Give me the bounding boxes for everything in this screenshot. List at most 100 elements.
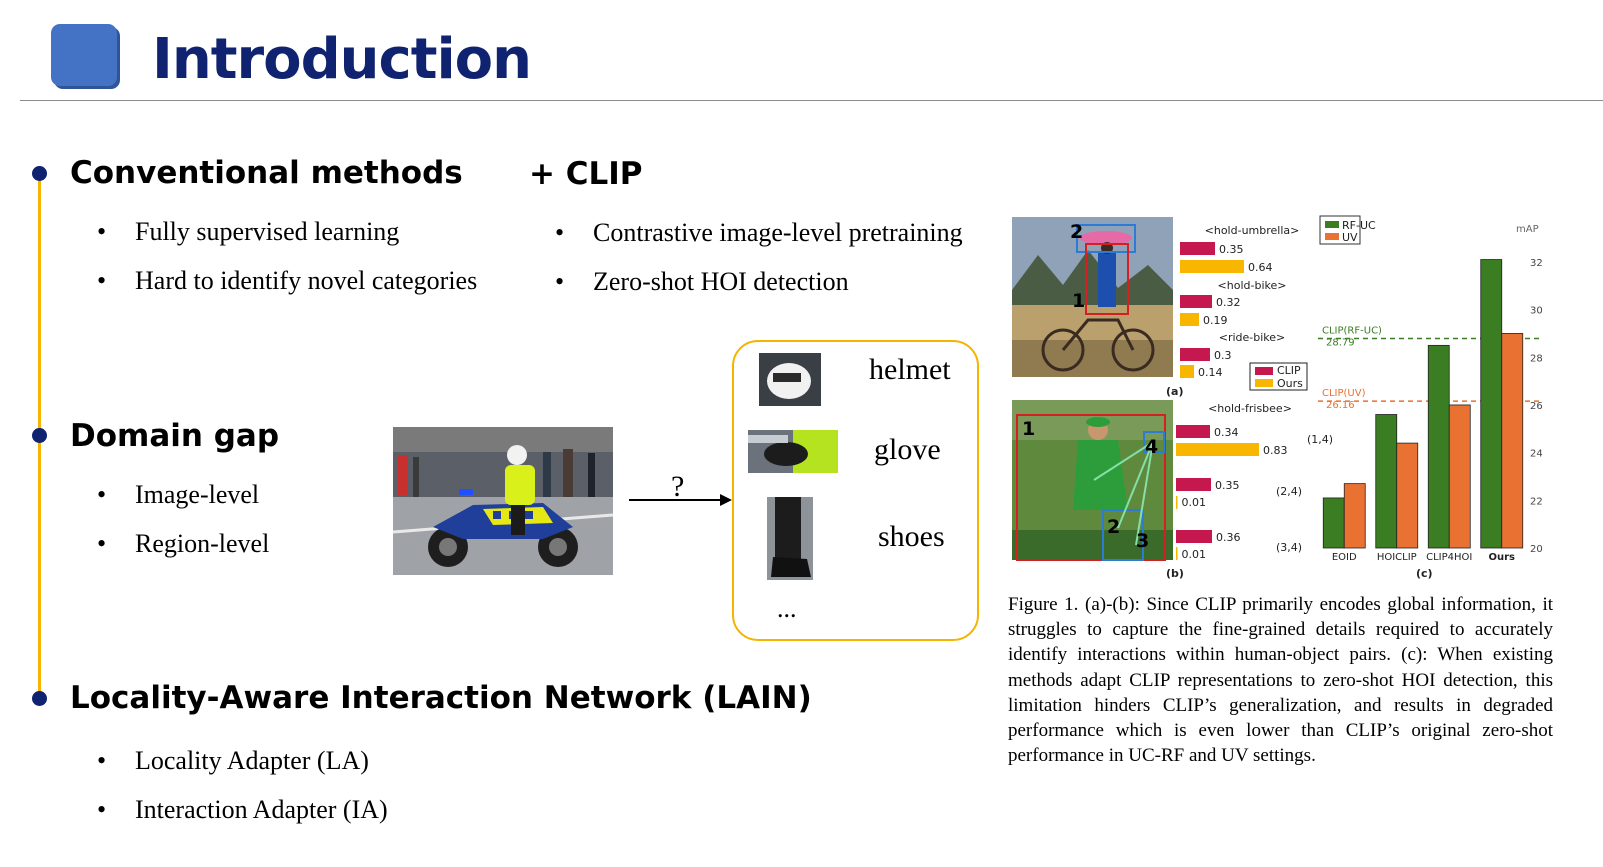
panel-a-box-1: 1 [1072,290,1085,312]
title-icon [51,24,117,86]
panel-a-group-label: <ride-bike> [1219,331,1286,344]
panel-c-ytick: 22 [1530,496,1543,507]
panel-c-category-label: HOICLIP [1377,552,1417,563]
panel-b-ours-value: 0.83 [1263,444,1288,457]
panel-b-clip-value: 0.35 [1215,479,1240,492]
panel-a-box-2: 2 [1070,221,1083,243]
helmet-crop-image [759,353,821,406]
panel-c-bar [1375,414,1398,549]
crop-label-helmet: helmet [869,353,951,386]
crop-ellipsis: ... [777,594,797,623]
legend-ours-label: Ours [1277,377,1303,390]
panel-c-ytick: 26 [1530,401,1543,412]
motorcycle-photo [393,427,613,575]
panel-a-ours-value: 0.14 [1198,366,1223,379]
panel-b-box-1: 1 [1022,418,1035,440]
panel-b-box-2: 2 [1107,516,1120,538]
legend-rf-uc-label: RF-UC [1342,219,1376,232]
panel-a-clip-value: 0.32 [1216,296,1241,309]
panel-c-reference-value: 28.79 [1326,337,1355,348]
bullet-item: •Contrastive image-level pretraining [555,218,963,247]
panel-b-clip-value: 0.36 [1216,531,1241,544]
arrow-line [629,499,721,501]
panel-c-reference-value: 26.16 [1326,400,1355,411]
panel-b-ours-bar [1176,496,1178,509]
panel-c-category-label: EOID [1332,552,1357,563]
panel-b-box-4: 4 [1145,436,1158,458]
bullet-item: •Fully supervised learning [97,217,400,246]
legend-uv-label: UV [1342,231,1358,244]
bullet-item: •Interaction Adapter (IA) [97,795,388,824]
bullet-item: •Region-level [97,529,270,558]
figure-1: 2 1 <hold-umbrella> 0.35 0.64 <hold-bike… [1012,215,1543,580]
panel-b-ours-bar [1176,547,1178,560]
legend-clip-swatch [1255,367,1273,375]
arrow-head-icon [720,494,732,506]
panel-c-reference-label: CLIP(UV) [1322,388,1366,399]
panel-c-bar [1501,333,1524,549]
heading-conventional-methods: Conventional methods [70,155,463,191]
panel-c-ytick: 30 [1530,306,1543,317]
panel-b-pair-label: (2,4) [1276,485,1302,498]
panel-b-photo [1012,400,1173,561]
heading-clip: + CLIP [529,156,643,192]
timeline-dot-lain [32,691,47,706]
panel-c-bar [1448,404,1471,549]
panel-b-clip-value: 0.34 [1214,426,1239,439]
bullet-item: •Locality Adapter (LA) [97,746,369,775]
heading-lain: Locality-Aware Interaction Network (LAIN… [70,680,812,716]
panel-a-ours-bar [1180,260,1244,273]
arrow-question-label: ? [671,470,685,503]
panel-b-ours-bar [1176,443,1259,456]
panel-a-clip-value: 0.35 [1219,243,1244,256]
panel-c-bar [1396,442,1419,549]
slide-title: Introduction [152,27,532,92]
panel-a-group-label: <hold-umbrella> [1205,224,1300,237]
panel-b-clip-bar [1176,425,1210,438]
shoes-crop-image [767,497,813,580]
panel-c-ytick: 20 [1530,544,1543,555]
panel-c-ytick: 32 [1530,258,1543,269]
panel-b-clip-bar [1176,530,1212,543]
heading-domain-gap: Domain gap [70,418,280,454]
panel-a-group-label: <hold-bike> [1218,279,1287,292]
panel-c-bar [1427,344,1450,549]
panel-c-label: (c) [1416,567,1433,580]
panel-b-ours-value: 0.01 [1182,548,1207,561]
panel-c-category-label: Ours [1488,552,1515,563]
panel-c-reference-label: CLIP(RF-UC) [1322,325,1382,336]
bullet-item: •Image-level [97,480,260,509]
figure-caption: Figure 1. (a)-(b): Since CLIP primarily … [1008,594,1553,767]
legend-clip-label: CLIP [1277,364,1301,377]
glove-crop-image [748,430,838,473]
panel-c-chart: RF-UC UV mAP (c) 20222426283032CLIP(RF-U… [1318,215,1543,580]
panel-a-ours-value: 0.64 [1248,261,1273,274]
legend-ours-swatch [1255,379,1273,387]
panel-c-ytick: 24 [1530,449,1543,460]
panel-b-box-3: 3 [1136,530,1149,552]
panel-a-clip-bar [1180,295,1212,308]
panel-a-photo [1012,217,1173,377]
panel-b-pair-label: (1,4) [1307,433,1333,446]
panel-b-ours-value: 0.01 [1182,496,1207,509]
panel-a-clip-value: 0.3 [1214,349,1232,362]
panel-c-category-label: CLIP4HOI [1426,552,1472,563]
region-crops-box [732,340,979,641]
panel-c-ytick: 28 [1530,353,1543,364]
panel-c-bar [1343,483,1366,549]
panel-a-ours-value: 0.19 [1203,314,1228,327]
title-divider [20,100,1603,101]
panel-c-bar [1480,259,1503,549]
crop-label-glove: glove [874,433,941,466]
bullet-item: •Zero-shot HOI detection [555,267,849,296]
legend-rf-uc-swatch [1325,221,1339,228]
panel-b-clip-bar [1176,478,1211,491]
panel-a-clip-bar [1180,348,1210,361]
panel-a-ours-bar [1180,365,1194,378]
panel-a-clip-bar [1180,242,1215,255]
panel-a-ours-bar [1180,313,1199,326]
bullet-item: •Hard to identify novel categories [97,266,478,295]
timeline-dot-conventional [32,166,47,181]
panel-b-label: (b) [1166,567,1184,580]
panel-b-group-label: <hold-frisbee> [1208,402,1292,415]
